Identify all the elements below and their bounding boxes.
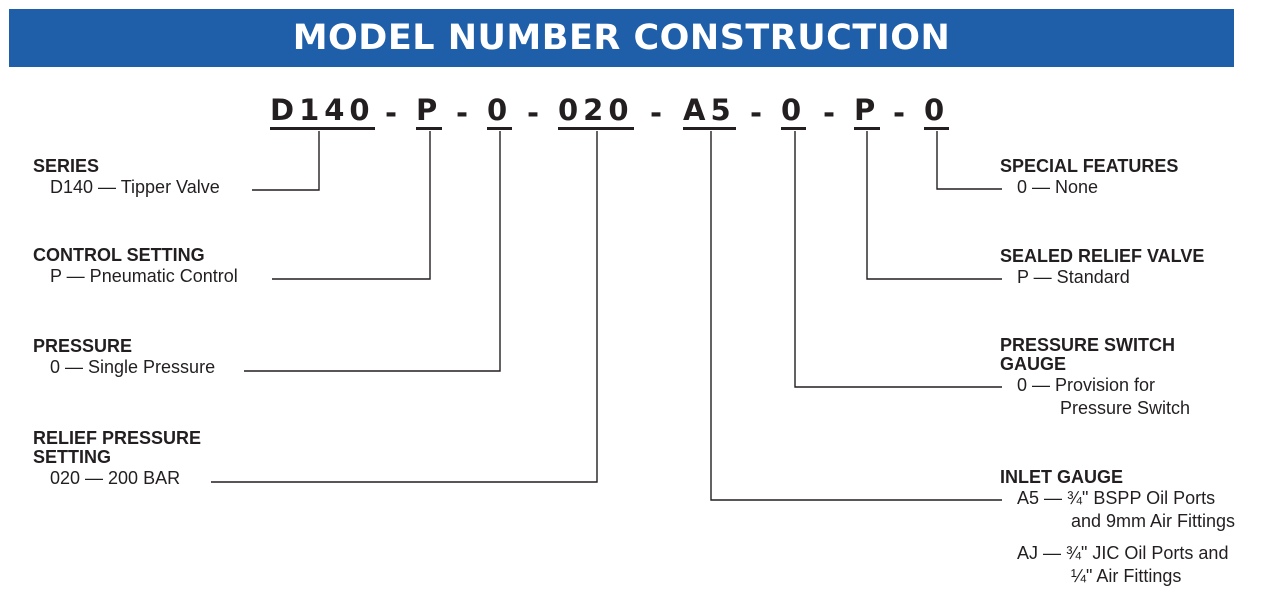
field-title: PRESSURE [33, 336, 133, 356]
field-value: 0 — Single Pressure [50, 357, 216, 377]
code-segment-series: D140 [270, 93, 375, 130]
leader-pressure [244, 131, 501, 372]
field-title: GAUGE [1000, 354, 1067, 374]
field-value: AJ — ¾" JIC Oil Ports and [1017, 543, 1229, 563]
field-inlet-gauge: INLET GAUGE A5 — ¾" BSPP Oil Ports and 9… [1000, 468, 1235, 588]
code-segment-special: 0 [924, 93, 950, 130]
field-value: P — Pneumatic Control [50, 266, 238, 286]
code-separator: - [823, 96, 841, 130]
field-value: 0 — Provision for [1017, 375, 1156, 395]
code-segment-control: P [416, 93, 443, 130]
field-title: PRESSURE SWITCH [1000, 335, 1176, 355]
code-segment-sealed: P [854, 93, 881, 130]
field-value: 020 — 200 BAR [50, 468, 181, 488]
code-segment-switch: 0 [781, 93, 807, 130]
leader-series [252, 131, 320, 191]
leader-special [936, 131, 1002, 190]
code-separator: - [750, 96, 768, 130]
field-series: SERIES D140 — Tipper Valve [33, 157, 220, 199]
leader-relief [211, 131, 598, 483]
field-value: Pressure Switch [1060, 398, 1191, 418]
field-title: RELIEF PRESSURE [33, 428, 202, 448]
leader-switch [794, 131, 1002, 388]
field-title: SPECIAL FEATURES [1000, 156, 1179, 176]
code-separator: - [456, 96, 474, 130]
field-value: and 9mm Air Fittings [1071, 511, 1236, 531]
code-segment-pressure: 0 [487, 93, 513, 130]
field-title: SERIES [33, 156, 100, 176]
field-title: SEALED RELIEF VALVE [1000, 246, 1205, 266]
code-separator: - [893, 96, 911, 130]
field-value: D140 — Tipper Valve [50, 177, 220, 197]
field-value: P — Standard [1017, 267, 1130, 287]
code-separator: - [385, 96, 403, 130]
code-segment-relief: 020 [558, 93, 634, 130]
leader-inlet [710, 131, 1002, 501]
leader-sealed [866, 131, 1002, 280]
field-value: A5 — ¾" BSPP Oil Ports [1017, 488, 1216, 508]
field-value: 0 — None [1017, 177, 1099, 197]
field-value: ¼" Air Fittings [1071, 566, 1182, 586]
field-sealed-relief-valve: SEALED RELIEF VALVE P — Standard [1000, 247, 1204, 289]
page-title: MODEL NUMBER CONSTRUCTION [292, 18, 951, 58]
field-special-features: SPECIAL FEATURES 0 — None [1000, 157, 1178, 199]
field-pressure-switch-gauge: PRESSURE SWITCH GAUGE 0 — Provision for … [1000, 336, 1190, 420]
field-pressure: PRESSURE 0 — Single Pressure [33, 337, 215, 379]
field-title: INLET GAUGE [1000, 467, 1124, 487]
code-segment-inlet: A5 [683, 93, 736, 130]
field-title: CONTROL SETTING [33, 245, 205, 265]
leader-control [272, 131, 431, 280]
field-relief-pressure-setting: RELIEF PRESSURE SETTING 020 — 200 BAR [33, 429, 201, 490]
code-separator: - [650, 96, 668, 130]
field-title: SETTING [33, 447, 112, 467]
field-control-setting: CONTROL SETTING P — Pneumatic Control [33, 246, 238, 288]
title-banner: MODEL NUMBER CONSTRUCTION [9, 9, 1234, 67]
code-separator: - [527, 96, 545, 130]
